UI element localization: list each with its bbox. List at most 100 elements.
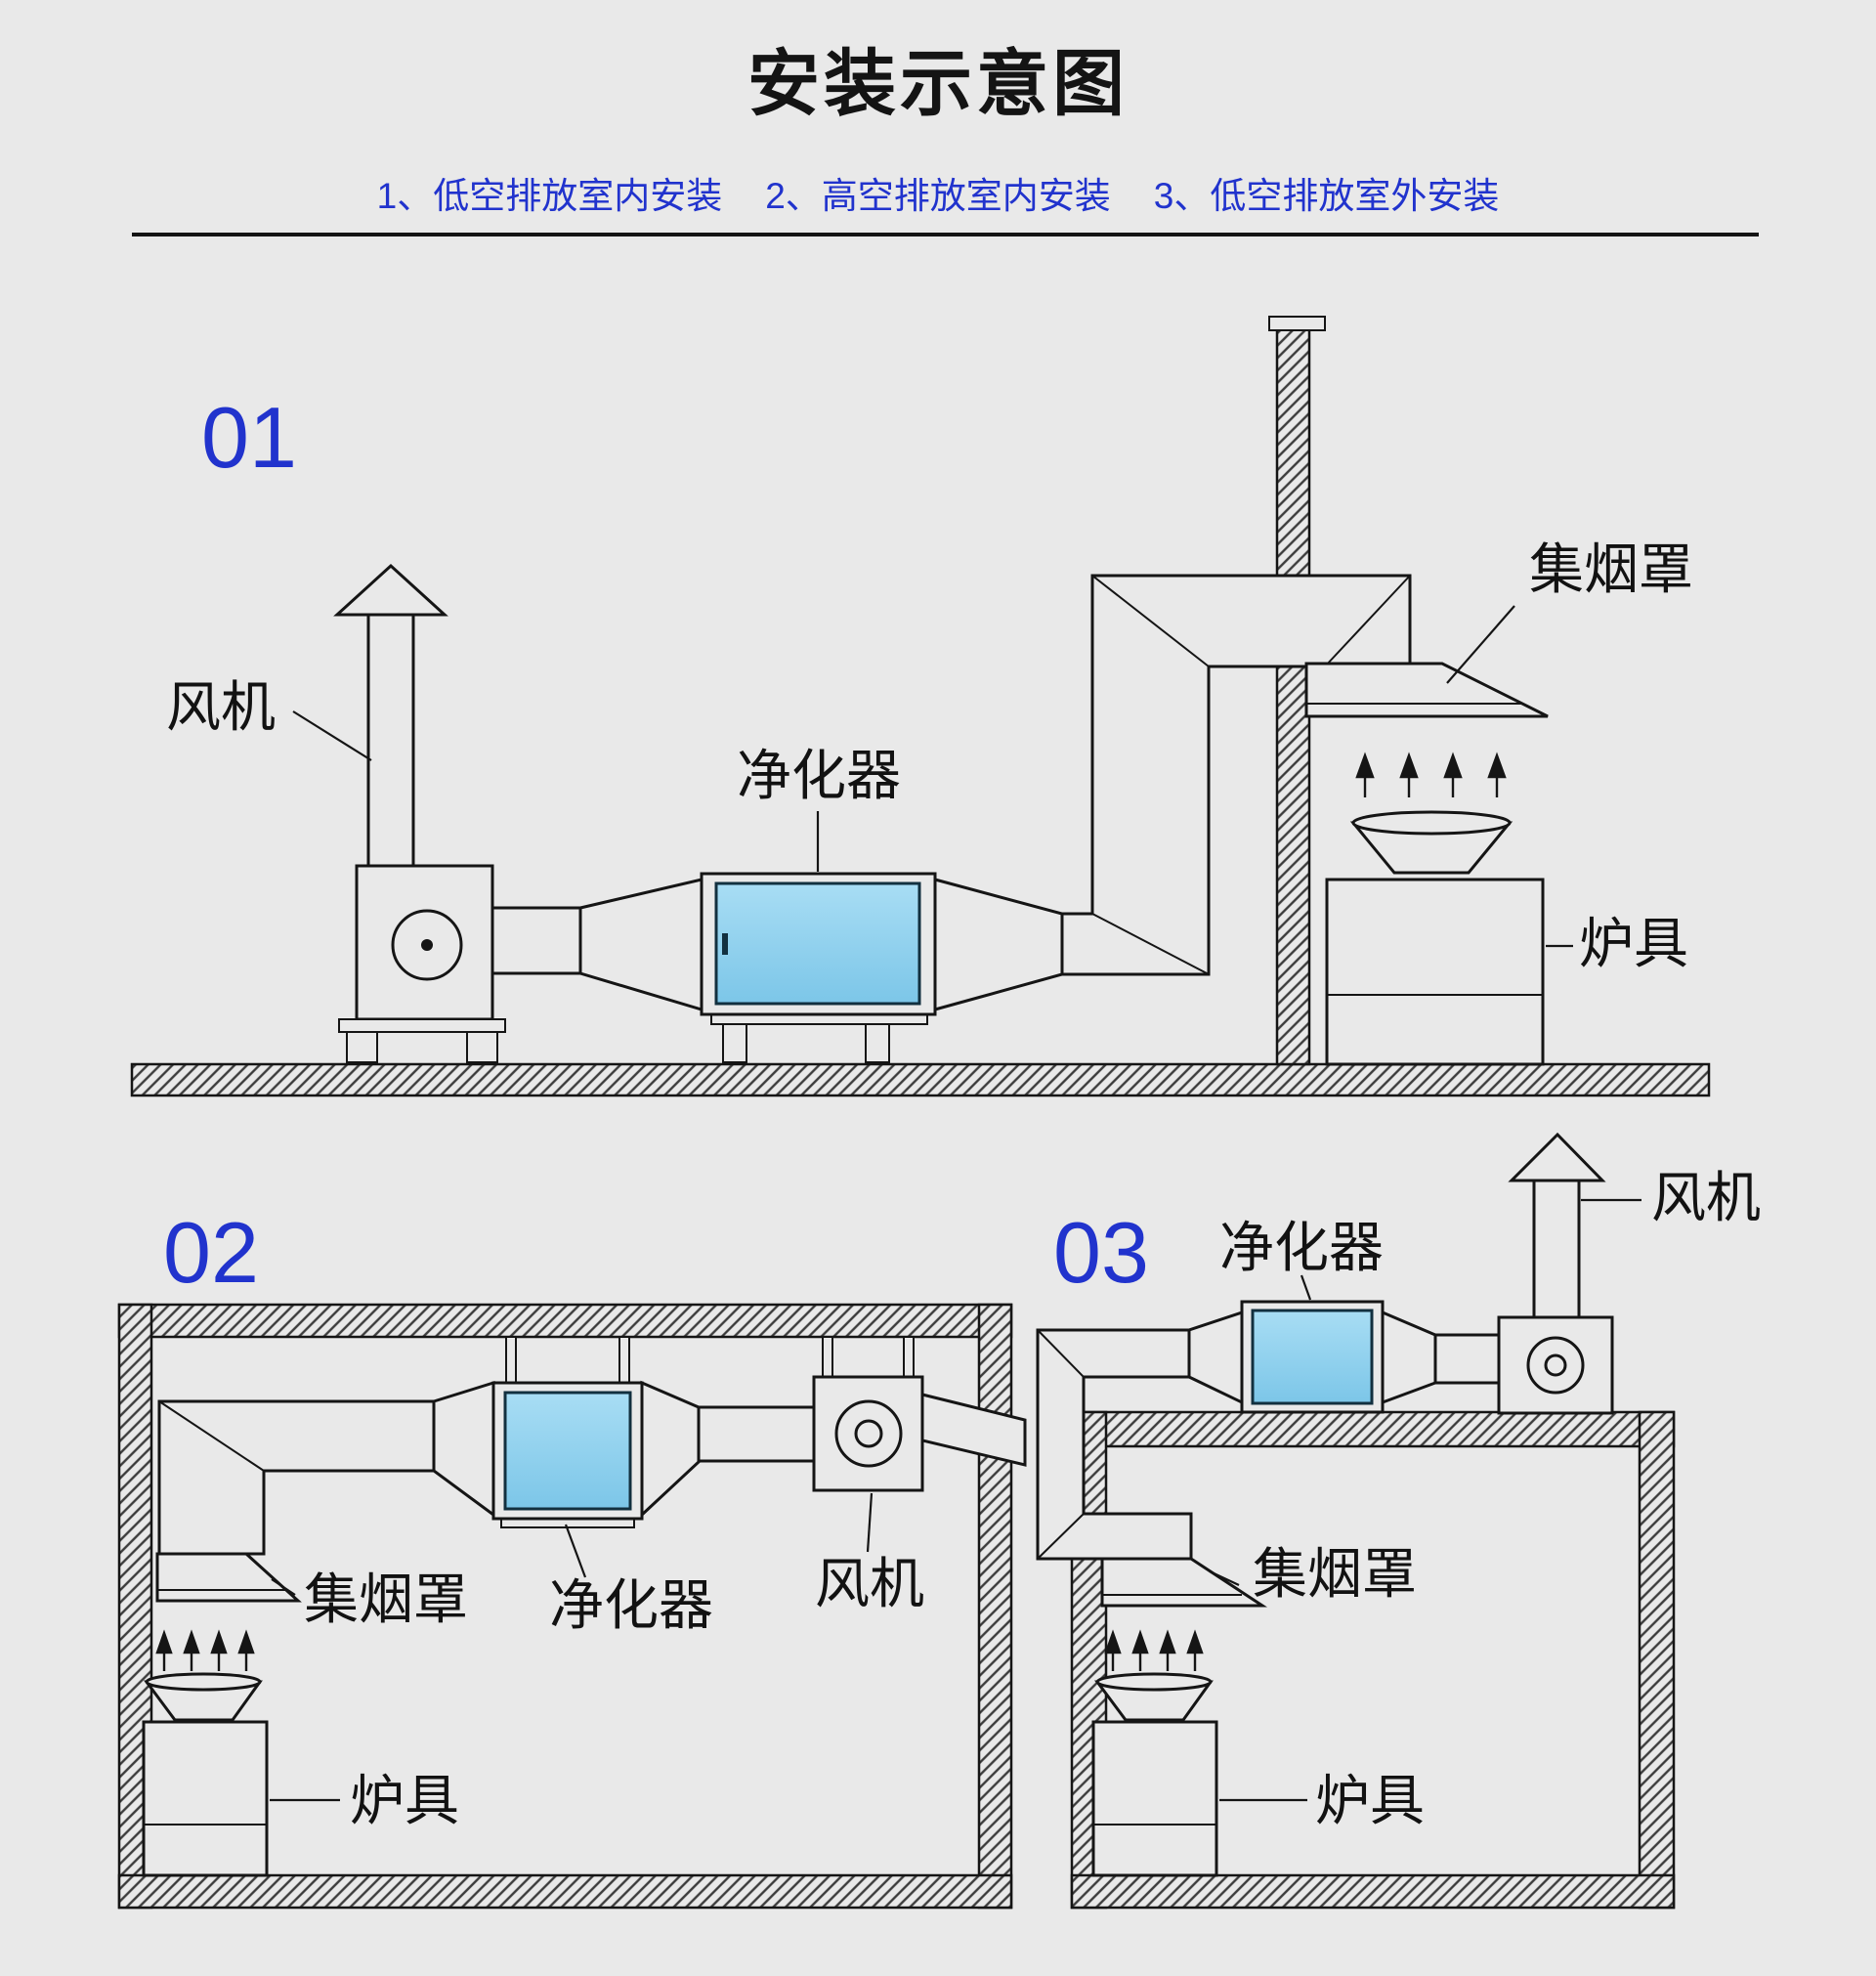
purifier-door-hinge	[722, 933, 728, 955]
burner-jet	[1443, 752, 1463, 797]
diagram-02-number: 02	[163, 1204, 259, 1301]
fan-chimney-cap	[1508, 1132, 1606, 1182]
burner-jet	[183, 1629, 200, 1671]
stove-body	[1091, 1720, 1218, 1877]
wok-rim	[1351, 810, 1512, 836]
burner-jet	[210, 1629, 228, 1671]
ground	[130, 1062, 1711, 1097]
burner-jet	[155, 1629, 173, 1671]
label-pointer-line	[271, 1578, 296, 1596]
fan-hub	[421, 939, 433, 951]
label-pointer-line	[1209, 1570, 1240, 1586]
fan-chimney-pipe	[1532, 1179, 1581, 1319]
label-pointer-line	[1446, 605, 1515, 684]
stove-body	[142, 1720, 269, 1877]
hood	[155, 1552, 302, 1603]
hood-label: 集烟罩	[304, 1568, 468, 1630]
duct-transition	[640, 1380, 701, 1519]
diagram-03-number: 03	[1053, 1204, 1149, 1301]
wall	[1275, 327, 1311, 1066]
duct-seam	[1037, 1329, 1085, 1378]
roof	[1070, 1410, 1676, 1448]
diagram-03: 03	[1036, 1132, 1761, 1910]
purifier-foot	[865, 1023, 890, 1063]
burner-jet	[1355, 752, 1375, 797]
burner-jet	[1104, 1629, 1122, 1671]
hanger	[822, 1336, 833, 1381]
duct-seam	[1091, 575, 1210, 667]
fan-hub	[1544, 1353, 1567, 1377]
hood	[1100, 1557, 1268, 1608]
hanger	[505, 1336, 517, 1387]
diagram-01: 01	[130, 316, 1711, 1097]
duct-transition	[432, 1380, 495, 1518]
fan-foot	[346, 1031, 378, 1063]
burner-jet	[1159, 1629, 1176, 1671]
duct-transition	[1187, 1310, 1244, 1405]
burner-jet	[1186, 1629, 1204, 1671]
wok-rim	[1095, 1672, 1213, 1692]
purifier-panel	[714, 881, 921, 1006]
fan-chimney-cap	[333, 563, 448, 617]
divider-line	[132, 233, 1759, 236]
legend: 1、低空排放室内安装 2、高空排放室内安装 3、低空排放室外安装	[0, 166, 1876, 219]
fan-outlet-duct	[490, 906, 582, 975]
floor	[117, 1873, 1013, 1910]
purifier-foot	[722, 1023, 747, 1063]
label-pointer-line	[292, 710, 372, 761]
hood-label: 集烟罩	[1253, 1543, 1417, 1605]
duct-seam	[1324, 575, 1411, 667]
duct-transition	[933, 878, 1064, 1011]
fan-foot	[466, 1031, 498, 1063]
connecting-duct	[697, 1405, 816, 1463]
page-title: 安装示意图	[747, 43, 1129, 124]
stove-label: 炉具	[1579, 913, 1688, 974]
hood-label: 集烟罩	[1529, 538, 1693, 600]
duct-seam	[1037, 1513, 1085, 1560]
connecting-duct	[1433, 1333, 1502, 1385]
legend-item-2: 2、高空排放室内安装	[765, 176, 1111, 216]
fan-hub	[854, 1419, 883, 1448]
fan-label: 风机	[166, 676, 276, 738]
right-wall	[977, 1303, 1013, 1910]
purifier-label: 净化器	[549, 1574, 713, 1636]
purifier-panel	[503, 1391, 632, 1511]
burner-jet	[1487, 752, 1507, 797]
label-pointer-line	[1300, 1274, 1312, 1301]
wok-rim	[145, 1672, 262, 1692]
stove-label: 炉具	[350, 1770, 459, 1831]
down-duct	[1036, 1328, 1193, 1561]
fan-label: 风机	[1651, 1167, 1761, 1228]
ceiling	[117, 1303, 1013, 1339]
label-pointer-line	[564, 1524, 587, 1578]
diagram-02: 02	[117, 1204, 1027, 1910]
right-wall	[1638, 1410, 1676, 1910]
legend-item-1: 1、低空排放室内安装	[376, 176, 723, 216]
burner-jet	[1399, 752, 1419, 797]
hanger	[618, 1336, 630, 1387]
fan-label: 风机	[815, 1553, 924, 1614]
duct-transition	[1381, 1310, 1437, 1405]
purifier-panel	[1251, 1309, 1374, 1405]
hood	[1304, 662, 1549, 718]
duct-seam	[1091, 913, 1210, 975]
diagram-01-number: 01	[201, 389, 297, 486]
duct-seam	[158, 1400, 265, 1472]
label-pointer-line	[866, 1492, 874, 1553]
stove-label: 炉具	[1315, 1770, 1425, 1831]
fan-chimney-pipe	[366, 613, 415, 868]
purifier-label: 净化器	[737, 745, 901, 806]
floor	[1070, 1873, 1676, 1910]
hanger	[903, 1336, 915, 1381]
burner-jet	[237, 1629, 255, 1671]
duct-transition	[578, 878, 704, 1012]
wall-cap	[1268, 316, 1326, 331]
purifier-label: 净化器	[1219, 1217, 1384, 1278]
fan-base	[338, 1018, 506, 1033]
exhaust-outlet	[920, 1393, 1027, 1467]
burner-jet	[1131, 1629, 1149, 1671]
stove-body	[1325, 878, 1545, 1066]
hood-riser-duct	[157, 1399, 436, 1556]
